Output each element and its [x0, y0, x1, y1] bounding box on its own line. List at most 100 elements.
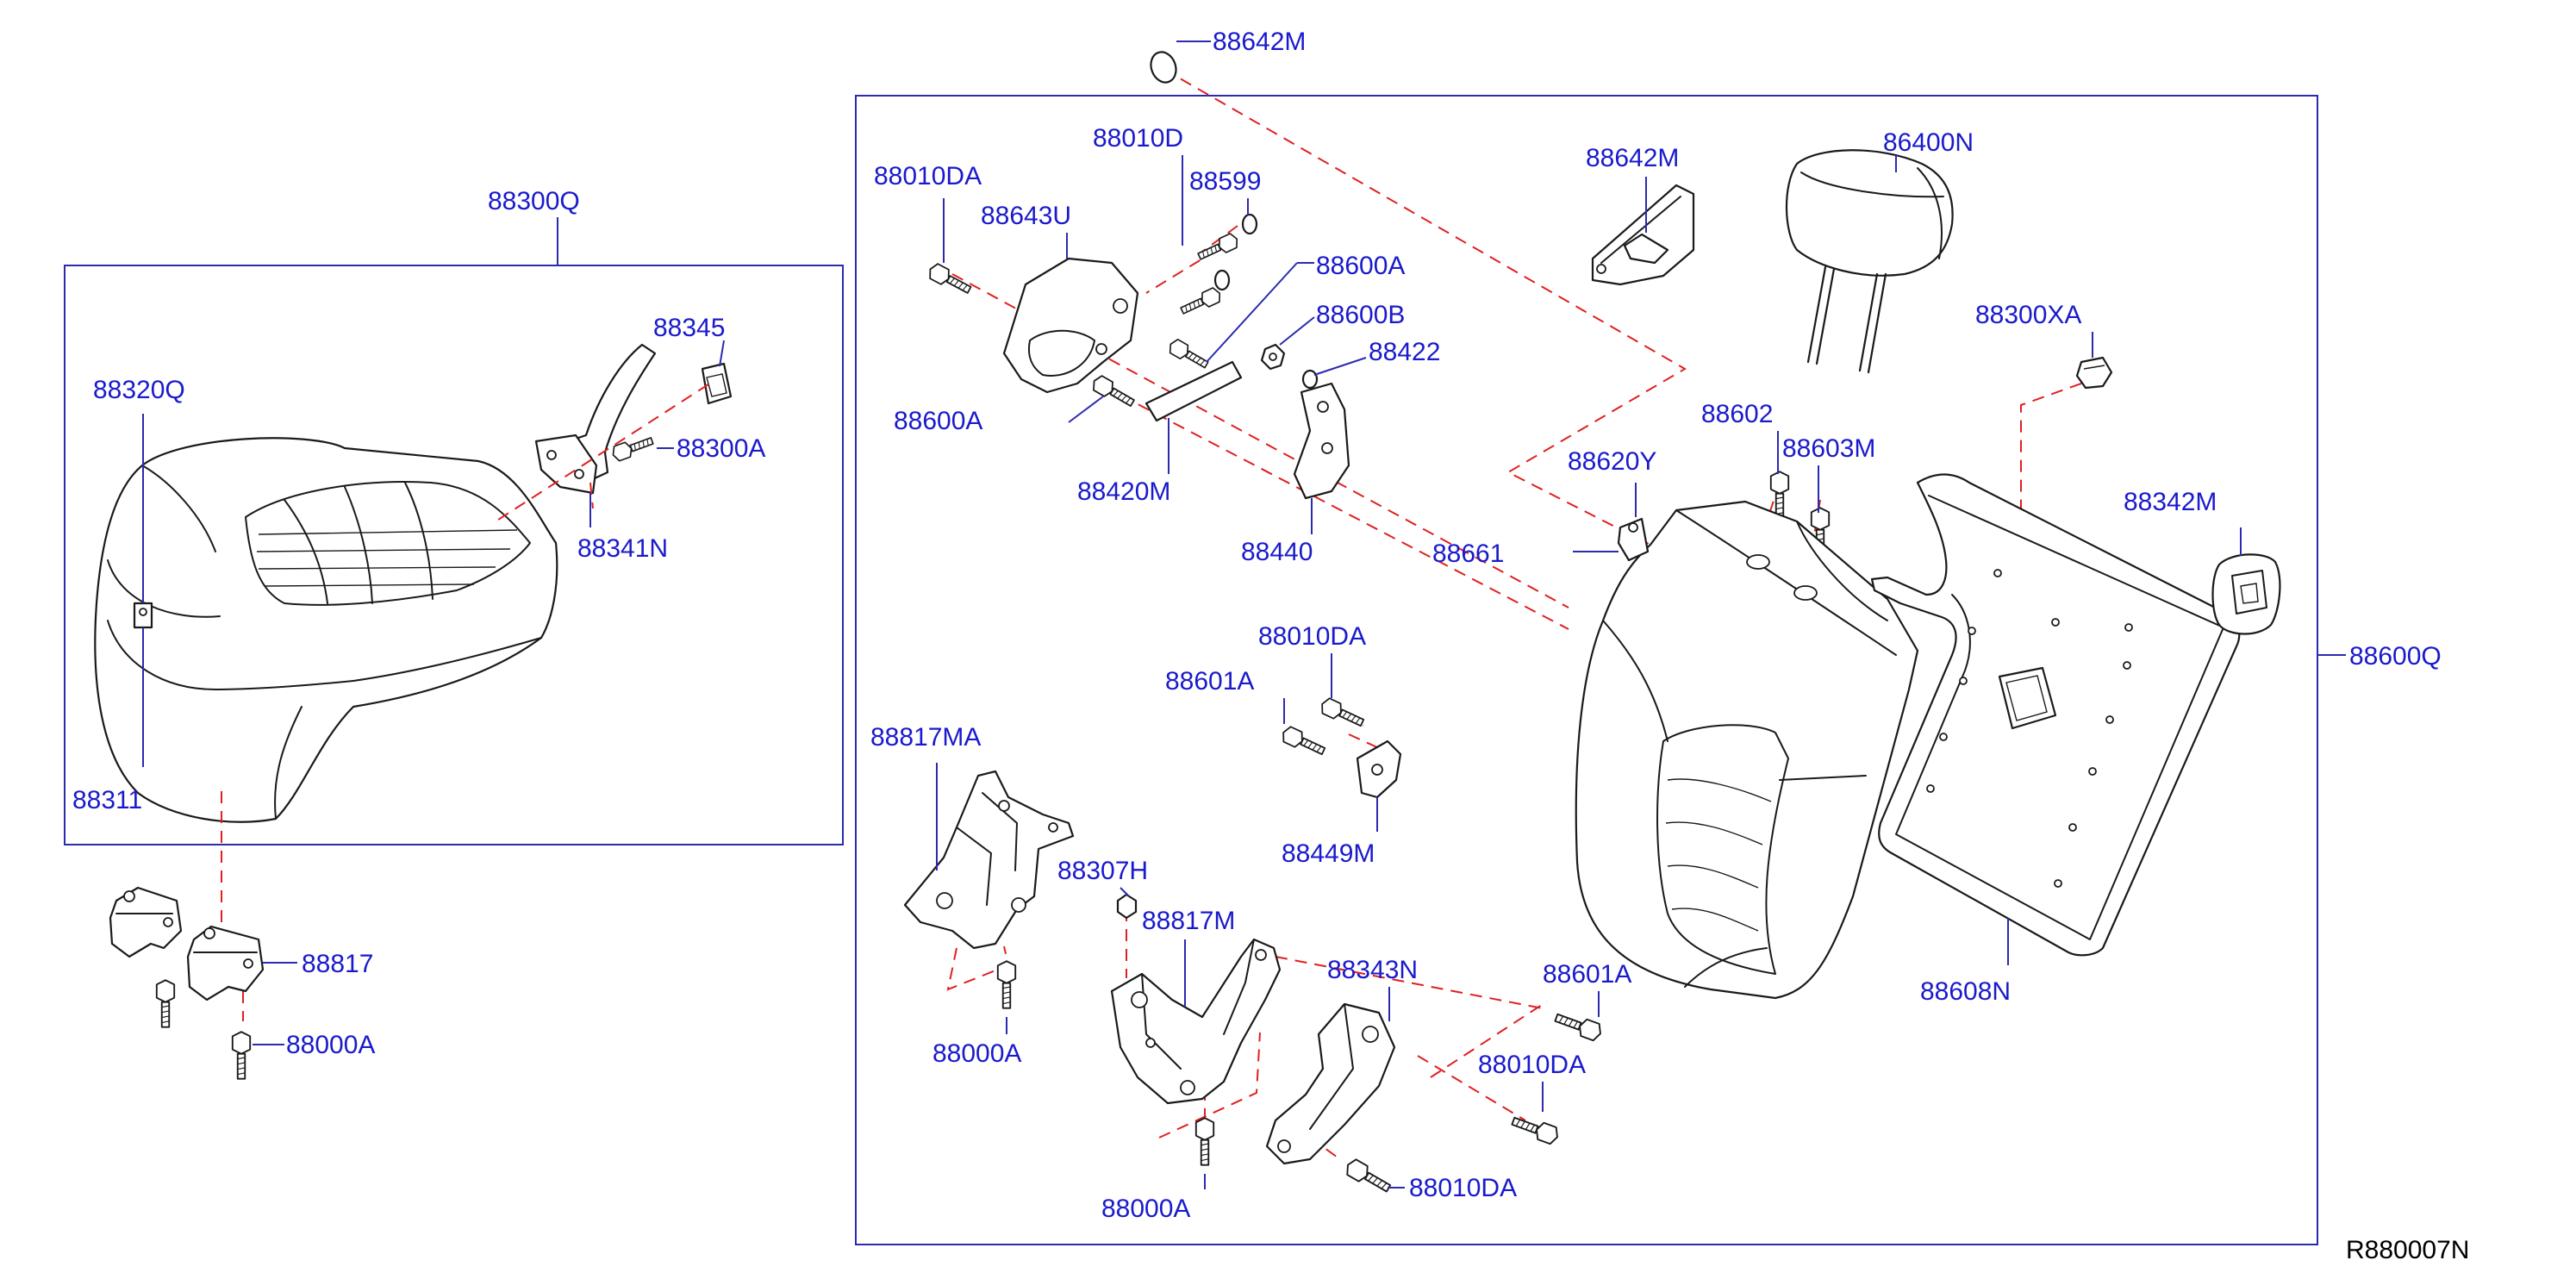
washer-88599-b: [1213, 269, 1231, 291]
dash-88817M-bottom: [1158, 1032, 1261, 1139]
leader-88345: [719, 340, 725, 367]
plate-88449M: [1356, 739, 1402, 799]
dash-88600A-lower: [1102, 385, 1569, 630]
washer-88422: [1301, 369, 1319, 390]
bolt-88010DA-b: [1318, 696, 1367, 732]
leader-88600A-a: [1206, 262, 1298, 363]
dash-88601A-b: [1430, 1001, 1548, 1078]
bolt-88010DA-a: [926, 261, 974, 298]
bolt-88000A-bottom: [1194, 1117, 1215, 1166]
bracket-88817-b: [186, 925, 265, 1001]
label-88601A-a: 88601A: [1165, 667, 1254, 696]
label-88300XA: 88300XA: [1975, 301, 2081, 329]
label-88343N: 88343N: [1327, 956, 1418, 984]
leader-88600A-b: [1068, 396, 1104, 423]
label-88449M: 88449M: [1282, 839, 1375, 868]
label-88010D: 88010D: [1093, 124, 1183, 153]
label-88599: 88599: [1189, 167, 1261, 196]
dash-88010DA-b: [1348, 733, 1380, 749]
lever-88341N: [534, 343, 657, 495]
label-88000A-bottom: 88000A: [1101, 1195, 1190, 1223]
dash-88642M-top: [1163, 68, 1687, 546]
dash-88345: [495, 384, 709, 522]
bolt-88300A: [609, 433, 656, 464]
clip-88300XA: [2075, 356, 2113, 390]
label-88608N: 88608N: [1920, 977, 2011, 1006]
hog-ring-88311: [133, 602, 153, 629]
bolt-88600A-b: [1088, 372, 1138, 411]
label-88817MA: 88817MA: [870, 723, 981, 752]
bolt-88010DA-d: [1342, 1156, 1394, 1197]
dash-88010DA-c: [1417, 1055, 1526, 1121]
label-88010DA-d: 88010DA: [1409, 1174, 1517, 1202]
cover-88643U: [1002, 257, 1139, 394]
latch-88642M: [1591, 184, 1695, 286]
label-88817: 88817: [302, 950, 373, 978]
bolt-88601A-b: [1552, 1008, 1605, 1043]
dash-88010D: [1145, 249, 1218, 294]
label-88342M: 88342M: [2124, 488, 2217, 516]
label-88010DA-a: 88010DA: [874, 162, 982, 190]
dash-88341N: [589, 482, 594, 509]
clip-88345: [701, 362, 733, 405]
washer-88599-a: [1241, 213, 1258, 235]
bracket-88817MA: [903, 770, 1075, 950]
nut-88600B: [1260, 343, 1286, 371]
bolt-88010DA-c: [1509, 1112, 1562, 1146]
leader-88422: [1313, 357, 1367, 376]
bolt-88000A-left-a: [155, 979, 176, 1028]
label-88643U: 88643U: [981, 202, 1071, 230]
label-88600B: 88600B: [1316, 301, 1405, 329]
label-88600A-a: 88600A: [1316, 252, 1405, 280]
bracket-88817-a: [109, 886, 183, 958]
label-88010DA-b: 88010DA: [1258, 622, 1366, 651]
bolt-88000A-mid: [996, 960, 1017, 1009]
label-88440: 88440: [1241, 538, 1313, 566]
nut-88307H: [1116, 893, 1138, 920]
back-board-88608N: [1870, 473, 2241, 957]
label-88420M: 88420M: [1077, 477, 1170, 506]
seat-back: [1575, 500, 1919, 1000]
label-88300Q: 88300Q: [488, 187, 580, 215]
label-88642M-top: 88642M: [1213, 28, 1306, 56]
cap-88642M-top: [1150, 51, 1177, 84]
left-group-frame: [64, 265, 844, 845]
bolt-88600A-a: [1165, 336, 1212, 372]
label-88311: 88311: [72, 786, 142, 814]
label-88642M-mid: 88642M: [1586, 144, 1679, 172]
dash-88343N-right: [1275, 956, 1544, 1009]
bolt-88601A-a: [1279, 724, 1328, 760]
label-88600A-b: 88600A: [894, 407, 982, 435]
right-group-frame: [855, 95, 2318, 1245]
bracket-88440: [1293, 382, 1350, 500]
label-88307H: 88307H: [1057, 857, 1148, 885]
headrest-86400N: [1785, 149, 1954, 374]
label-88010DA-c: 88010DA: [1478, 1051, 1586, 1079]
leader-88307H: [1120, 887, 1130, 897]
label-88320Q: 88320Q: [93, 376, 185, 404]
label-88603M: 88603M: [1782, 434, 1875, 463]
label-88600Q: 88600Q: [2349, 642, 2442, 671]
leader-88600B: [1279, 316, 1315, 346]
reference-code: R880007N: [2346, 1236, 2469, 1264]
label-88601A-b: 88601A: [1543, 960, 1631, 989]
label-88620Y: 88620Y: [1568, 447, 1656, 476]
label-88000A-mid: 88000A: [932, 1039, 1021, 1068]
dash-left-bolts-to-seat: [951, 273, 1569, 608]
label-86400N: 86400N: [1883, 128, 1974, 157]
clip-88620Y: [1617, 517, 1650, 562]
label-88300A: 88300A: [677, 434, 765, 463]
bolt-88010D-b: [1178, 285, 1224, 319]
label-88661: 88661: [1432, 540, 1504, 568]
label-88602: 88602: [1701, 400, 1773, 428]
bezel-88342M: [2211, 553, 2281, 635]
label-88341N: 88341N: [577, 534, 668, 563]
seat-cushion: [94, 437, 558, 823]
bolt-88000A-left-b: [231, 1031, 252, 1080]
bolt-88010D-a: [1195, 231, 1241, 265]
bracket-88817M: [1110, 938, 1282, 1105]
label-88000A-left: 88000A: [286, 1031, 375, 1059]
label-88422: 88422: [1369, 338, 1440, 366]
label-88817M: 88817M: [1142, 907, 1235, 935]
